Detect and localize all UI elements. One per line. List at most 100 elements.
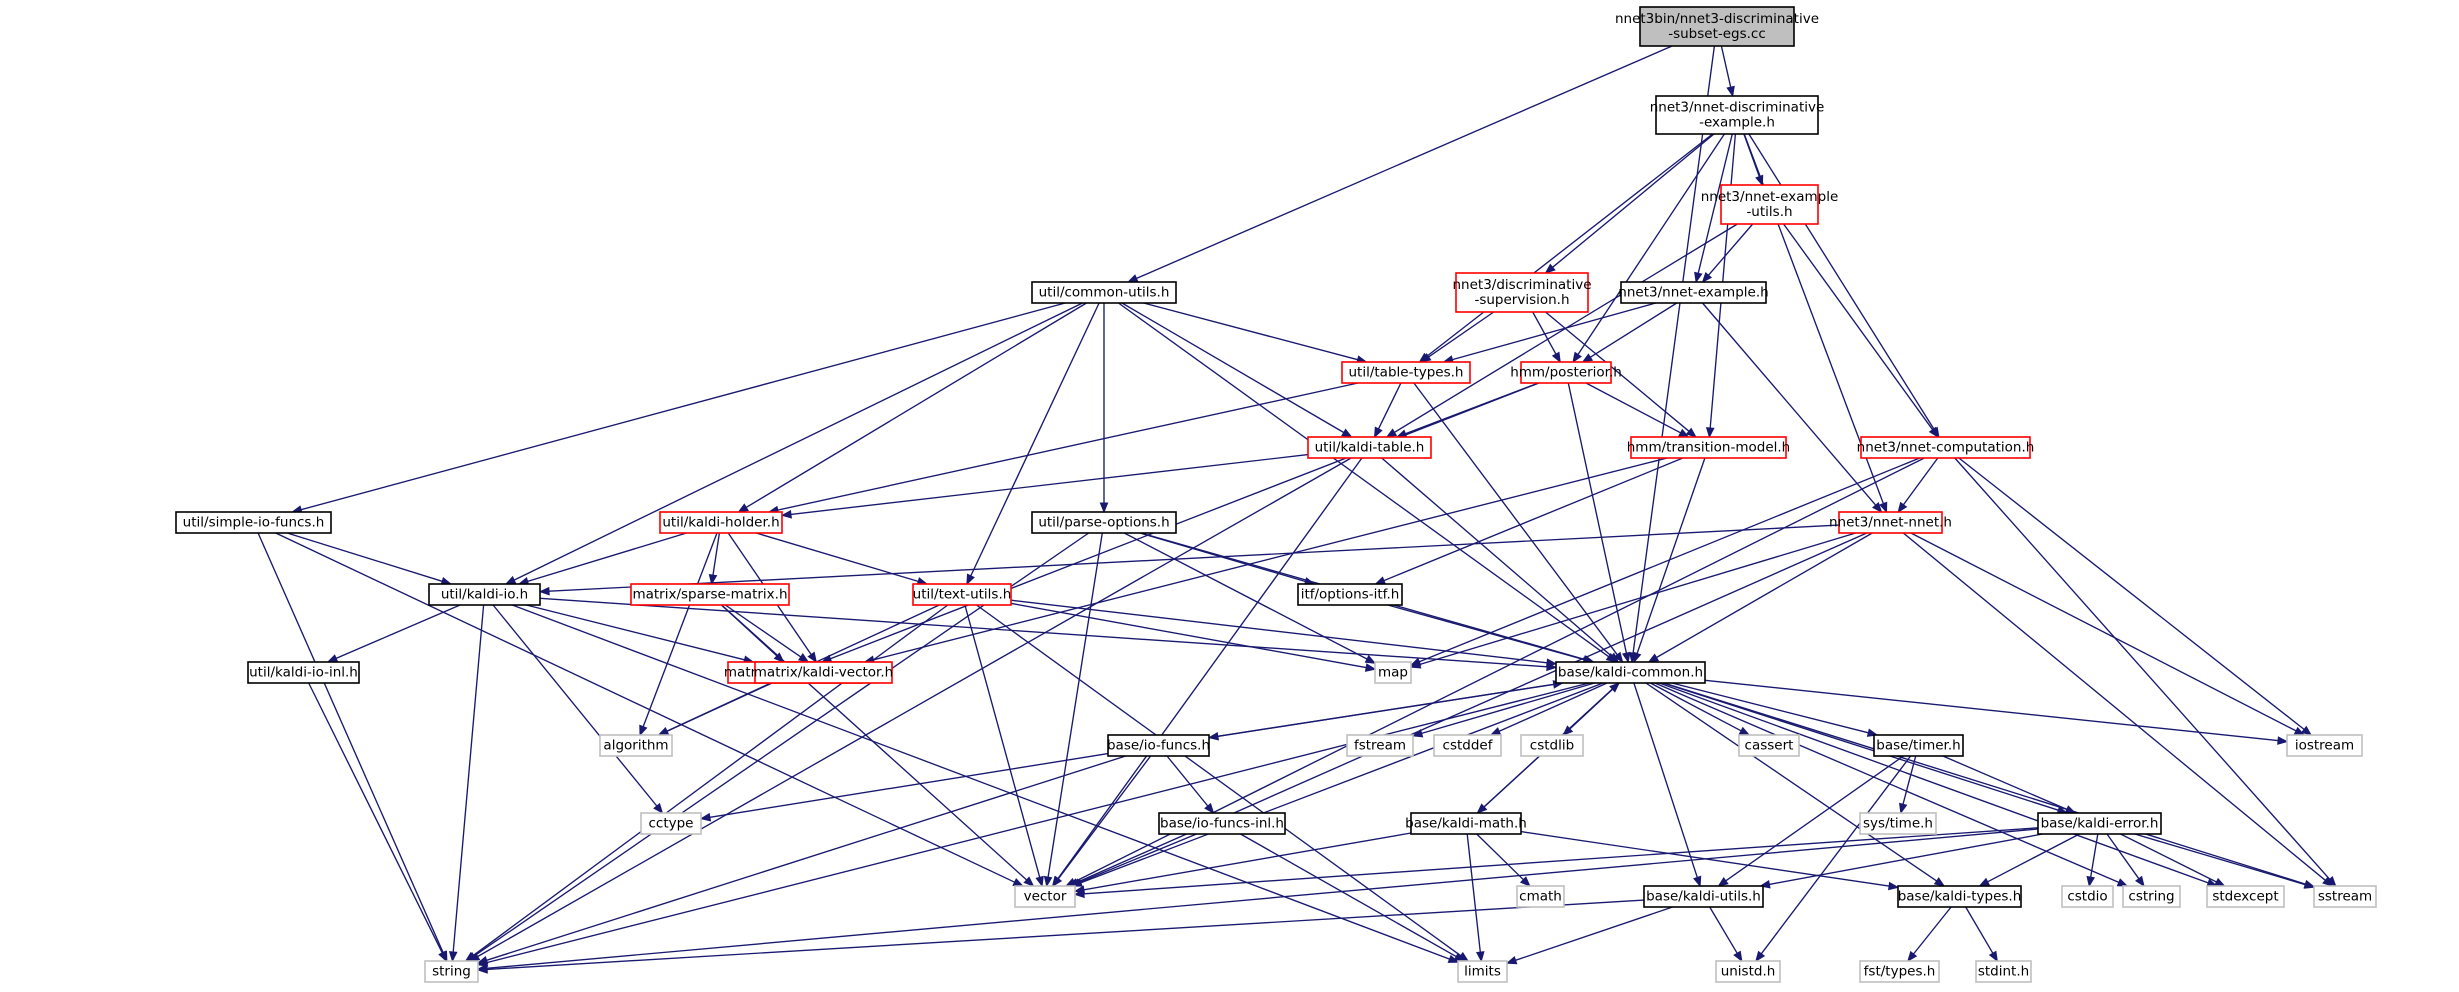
- node-util-simple-io-funcs-h[interactable]: util/simple-io-funcs.h: [175, 511, 332, 534]
- edge-root-to-nde: [1720, 45, 1735, 98]
- node-cassert: cassert: [1738, 734, 1800, 757]
- edge-ku-to-string: [476, 899, 1645, 974]
- node-nnet3-nnet-computation-h[interactable]: nnet3/nnet-computation.h: [1857, 436, 2035, 459]
- node-label: matrix/kaldi-vector.h: [754, 665, 893, 681]
- node-hmm-transition-model-h[interactable]: hmm/transition-model.h: [1627, 436, 1790, 459]
- node-nnet3-discriminative-supervision-h[interactable]: nnet3/discriminative-supervision.h: [1453, 272, 1592, 313]
- edge-nn-to-map: [1409, 532, 1856, 669]
- node-cctype: cctype: [640, 812, 702, 835]
- edge-neu-to-nc: [1783, 223, 1939, 439]
- node-util-common-utils-h[interactable]: util/common-utils.h: [1031, 281, 1177, 304]
- node-stdint-h: stdint.h: [1975, 960, 2032, 983]
- node-label: nnet3/discriminative: [1453, 277, 1592, 293]
- edge-kmath-to-vector: [1073, 832, 1412, 894]
- node-base-kaldi-error-h[interactable]: base/kaldi-error.h: [2037, 812, 2162, 835]
- node-label: base/timer.h: [1876, 738, 1960, 754]
- node-nnet3bin-nnet3-discriminative-subset-egs-cc[interactable]: nnet3bin/nnet3-discriminative-subset-egs…: [1615, 6, 1819, 47]
- node-nnet3-nnet-nnet-h[interactable]: nnet3/nnet-nnet.h: [1829, 511, 1952, 534]
- node-matrix-sparse-matrix-h[interactable]: matrix/sparse-matrix.h: [630, 583, 790, 606]
- edge-root-to-cu: [1126, 45, 1673, 283]
- edge-timer-to-unistd: [1755, 755, 1912, 963]
- node-nnet3-nnet-example-utils-h[interactable]: nnet3/nnet-example-utils.h: [1701, 184, 1839, 225]
- node-base-io-funcs-inl-h[interactable]: base/io-funcs-inl.h: [1158, 812, 1286, 835]
- node-label: -example.h: [1699, 115, 1775, 131]
- edge-kh-to-tu: [755, 532, 929, 586]
- edge-sm-to-kv: [724, 604, 810, 663]
- node-label: fst/types.h: [1864, 964, 1936, 980]
- edge-nn-to-iostream: [1910, 532, 2306, 736]
- edge-ke-to-string: [476, 828, 2039, 973]
- node-string: string: [424, 960, 479, 983]
- node-util-table-types-h[interactable]: util/table-types.h: [1341, 361, 1471, 384]
- edges-layer: [257, 45, 2337, 974]
- edge-cu-to-kc: [1118, 302, 1618, 663]
- node-itf-options-itf-h[interactable]: itf/options-itf.h: [1297, 583, 1403, 606]
- edge-nde-to-nc: [1748, 133, 1940, 439]
- node-hmm-posterior-h[interactable]: hmm/posterior.h: [1510, 361, 1622, 384]
- node-label: vector: [1024, 889, 1067, 905]
- edge-po-to-vector: [1043, 532, 1103, 888]
- node-label: sys/time.h: [1863, 816, 1933, 832]
- edge-km-to-alg: [657, 682, 773, 736]
- node-matrix-kaldi-vector-h[interactable]: matrix/kaldi-vector.h: [754, 661, 893, 684]
- node-base-io-funcs-h[interactable]: base/io-funcs.h: [1107, 734, 1210, 757]
- edge-kmath-to-limits: [1466, 833, 1485, 963]
- node-label: stdint.h: [1978, 964, 2029, 980]
- node-label: base/io-funcs-inl.h: [1160, 816, 1284, 832]
- edge-cu-to-sif: [290, 302, 1066, 514]
- node-cstring: cstring: [2122, 885, 2181, 908]
- node-label: limits: [1464, 964, 1501, 980]
- edge-ke-to-ku: [1759, 833, 2043, 889]
- node-label: base/kaldi-types.h: [1898, 889, 2022, 905]
- edge-tu-to-map: [1010, 602, 1377, 672]
- node-base-kaldi-types-h[interactable]: base/kaldi-types.h: [1897, 885, 2022, 908]
- node-label: base/kaldi-error.h: [2041, 816, 2159, 832]
- node-label: -utils.h: [1746, 204, 1792, 220]
- edge-kt-to-kc: [1381, 457, 1620, 663]
- edge-kh-to-kio: [517, 532, 687, 586]
- edge-kioi-to-string: [308, 682, 447, 963]
- node-stdexcept: stdexcept: [2206, 885, 2285, 908]
- node-label: fstream: [1354, 738, 1406, 754]
- node-util-kaldi-table-h[interactable]: util/kaldi-table.h: [1307, 436, 1432, 459]
- node-label: util/kaldi-io-inl.h: [249, 665, 358, 681]
- node-nnet3-nnet-discriminative-example-h[interactable]: nnet3/nnet-discriminative-example.h: [1650, 95, 1825, 135]
- edge-ne-to-post: [1581, 302, 1678, 363]
- node-base-kaldi-common-h[interactable]: base/kaldi-common.h: [1555, 661, 1706, 684]
- edge-kio-to-cctype: [492, 604, 664, 815]
- node-fst-types-h: fst/types.h: [1859, 960, 1940, 983]
- node-util-kaldi-holder-h[interactable]: util/kaldi-holder.h: [659, 511, 783, 534]
- node-base-timer-h[interactable]: base/timer.h: [1873, 734, 1964, 757]
- node-util-kaldi-io-h[interactable]: util/kaldi-io.h: [428, 583, 541, 606]
- edge-cu-to-kt: [1121, 302, 1353, 438]
- edge-kio-to-km: [526, 604, 755, 664]
- edge-kt-to-kh: [780, 453, 1309, 519]
- edge-nc-to-map: [1409, 457, 1920, 666]
- node-label: hmm/transition-model.h: [1627, 440, 1790, 456]
- node-sstream: sstream: [2313, 885, 2377, 908]
- edge-sif-to-string: [257, 532, 448, 963]
- node-base-kaldi-utils-h[interactable]: base/kaldi-utils.h: [1643, 885, 1764, 908]
- edge-timer-to-systime: [1899, 755, 1917, 815]
- edge-kio-to-kioi: [326, 604, 461, 663]
- edge-nde-to-post: [1572, 133, 1725, 364]
- node-label: string: [432, 964, 471, 980]
- edge-nn-to-kc: [1647, 532, 1873, 663]
- edge-ne-to-nn: [1701, 302, 1883, 514]
- node-util-kaldi-io-inl-h[interactable]: util/kaldi-io-inl.h: [247, 661, 360, 684]
- node-util-text-utils-h[interactable]: util/text-utils.h: [912, 583, 1012, 606]
- edge-nc-to-nn: [1897, 457, 1939, 514]
- edge-iof-to-cctype: [699, 752, 1109, 822]
- node-label: -subset-egs.cc: [1668, 26, 1766, 42]
- node-label: util/common-utils.h: [1039, 285, 1170, 301]
- node-label: nnet3bin/nnet3-discriminative: [1615, 11, 1819, 27]
- edge-ke-to-kty: [1978, 833, 2080, 887]
- node-label: cassert: [1745, 738, 1794, 754]
- node-label: cstdio: [2067, 889, 2107, 905]
- node-nnet3-nnet-example-h[interactable]: nnet3/nnet-example.h: [1618, 281, 1769, 304]
- node-util-parse-options-h[interactable]: util/parse-options.h: [1031, 511, 1177, 534]
- node-base-kaldi-math-h[interactable]: base/kaldi-math.h: [1405, 812, 1527, 835]
- node-cstdlib: cstdlib: [1520, 734, 1584, 757]
- node-label: nnet3/nnet-discriminative: [1650, 100, 1825, 116]
